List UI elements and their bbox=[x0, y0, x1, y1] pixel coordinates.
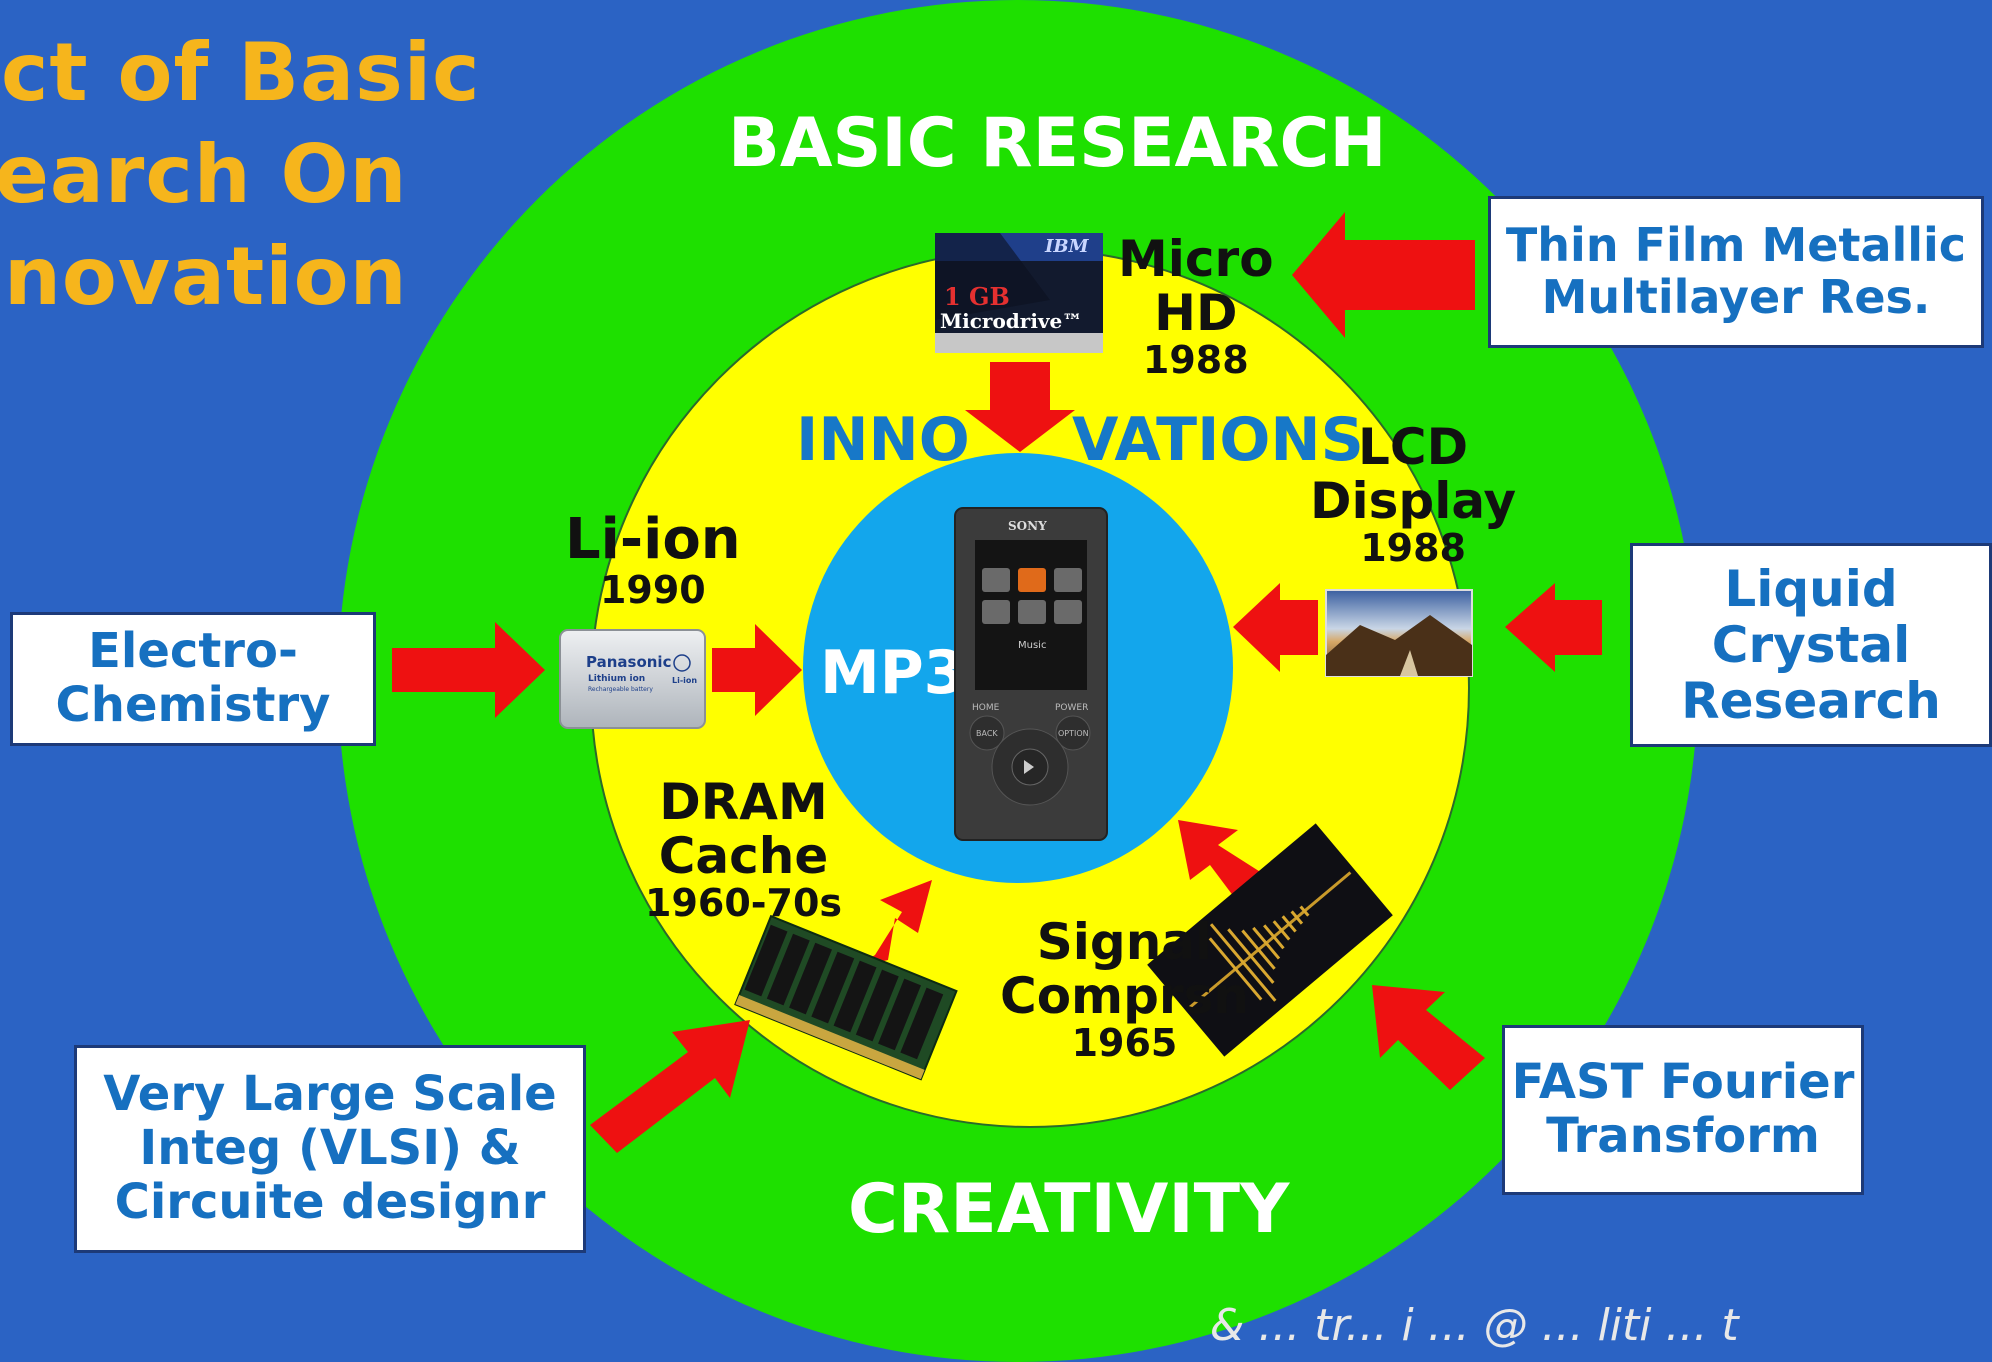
micro-hd-year: 1988 bbox=[1142, 338, 1249, 382]
basic-research-label: BASIC RESEARCH bbox=[728, 104, 1387, 183]
creativity-label: CREATIVITY bbox=[848, 1170, 1290, 1249]
box-line: Crystal bbox=[1711, 616, 1911, 674]
box-line: Integ (VLSI) & bbox=[139, 1120, 521, 1177]
microdrive-image: IBM 1 GB Microdrive™ bbox=[935, 233, 1103, 353]
battery-line1: Lithium ion bbox=[588, 674, 645, 684]
box-line: Electro- bbox=[88, 623, 298, 680]
arrow-vlsi-to-dram bbox=[590, 1020, 750, 1153]
fft-research-box: FAST Fourier Transform bbox=[1502, 1025, 1864, 1195]
player-back-label: BACK bbox=[976, 729, 998, 738]
sony-mp3-player-image: SONY Music HOME POWER BACK OPTION bbox=[954, 507, 1108, 841]
battery-brand: Panasonic bbox=[586, 653, 671, 671]
mp3-label: MP3 bbox=[820, 638, 966, 708]
li-ion-line: Li-ion bbox=[565, 507, 741, 572]
title-line: search On bbox=[0, 128, 408, 221]
micro-hd-line: Micro bbox=[1118, 230, 1274, 288]
player-power-label: POWER bbox=[1055, 703, 1088, 713]
arrow-liquid-crystal-to-lcd bbox=[1505, 583, 1602, 672]
arrow-microdrive-to-innovations bbox=[965, 362, 1075, 452]
signal-compression-label: Signal Comprsn 1965 bbox=[1000, 915, 1249, 1064]
liquid-crystal-research-box: Liquid Crystal Research bbox=[1630, 543, 1992, 747]
signal-line: Signal bbox=[1036, 913, 1213, 971]
arrow-lcd-to-mp3 bbox=[1233, 583, 1318, 672]
dram-year: 1960-70s bbox=[645, 881, 843, 925]
footer-credit: & ... tr... i ... @ ... liti ... t bbox=[1210, 1300, 1739, 1351]
lcd-display-image bbox=[1325, 589, 1473, 677]
microdrive-name: Microdrive™ bbox=[940, 309, 1082, 333]
vlsi-research-box: Very Large Scale Integ (VLSI) & Circuite… bbox=[74, 1045, 586, 1253]
microdrive-brand: IBM bbox=[1044, 236, 1090, 257]
innovations-label-right: VATIONS bbox=[1072, 405, 1364, 475]
lcd-line: Display bbox=[1310, 472, 1517, 530]
player-home-label: HOME bbox=[972, 703, 1000, 713]
player-screen-label: Music bbox=[1018, 640, 1046, 651]
electro-chemistry-research-box: Electro- Chemistry bbox=[10, 612, 376, 746]
waveform-image bbox=[1147, 823, 1393, 1057]
micro-hd-label: Micro HD 1988 bbox=[1118, 232, 1274, 381]
arrow-fft-to-signal bbox=[1372, 985, 1485, 1090]
box-line: Liquid bbox=[1724, 560, 1898, 618]
arrow-electro-chem-to-liion bbox=[392, 622, 545, 718]
li-ion-year: 1990 bbox=[599, 568, 706, 613]
signal-year: 1965 bbox=[1071, 1021, 1178, 1065]
signal-line: Comprsn bbox=[1000, 967, 1249, 1025]
battery-tag: Li-ion bbox=[672, 676, 697, 685]
dram-label: DRAM Cache 1960-70s bbox=[645, 775, 842, 924]
battery-line2: Rechargeable battery bbox=[588, 686, 653, 693]
microdrive-capacity: 1 GB bbox=[944, 282, 1010, 311]
micro-hd-line: HD bbox=[1154, 284, 1238, 342]
box-line: FAST Fourier bbox=[1511, 1054, 1855, 1111]
title-line: act of Basic bbox=[0, 26, 481, 119]
panasonic-battery-image: Panasonic Lithium ion Rechargeable batte… bbox=[559, 629, 706, 729]
player-option-label: OPTION bbox=[1058, 729, 1089, 738]
arrow-liion-to-mp3 bbox=[712, 624, 802, 716]
dram-module-image bbox=[734, 914, 958, 1081]
box-line: Research bbox=[1681, 672, 1941, 730]
lcd-line: LCD bbox=[1358, 418, 1469, 476]
arrow-dram-to-mp3 bbox=[855, 880, 932, 968]
arrow-thin-film-to-microdrive bbox=[1292, 212, 1475, 338]
box-line: Very Large Scale bbox=[103, 1066, 557, 1123]
box-line: Chemistry bbox=[55, 677, 331, 733]
li-ion-label: Li-ion 1990 bbox=[565, 507, 741, 613]
thin-film-research-box: Thin Film Metallic Multilayer Res. bbox=[1488, 196, 1984, 348]
box-line: Transform bbox=[1546, 1108, 1820, 1164]
lcd-display-label: LCD Display 1988 bbox=[1310, 420, 1516, 569]
innovations-label-left: INNO bbox=[796, 405, 970, 475]
box-line: Circuite designr bbox=[114, 1173, 546, 1230]
player-brand: SONY bbox=[1008, 519, 1047, 533]
box-line: Thin Film Metallic bbox=[1505, 218, 1967, 273]
lcd-year: 1988 bbox=[1360, 526, 1466, 570]
box-line: Multilayer Res. bbox=[1541, 270, 1931, 324]
dram-line: DRAM bbox=[659, 773, 828, 831]
dram-line: Cache bbox=[658, 827, 829, 885]
